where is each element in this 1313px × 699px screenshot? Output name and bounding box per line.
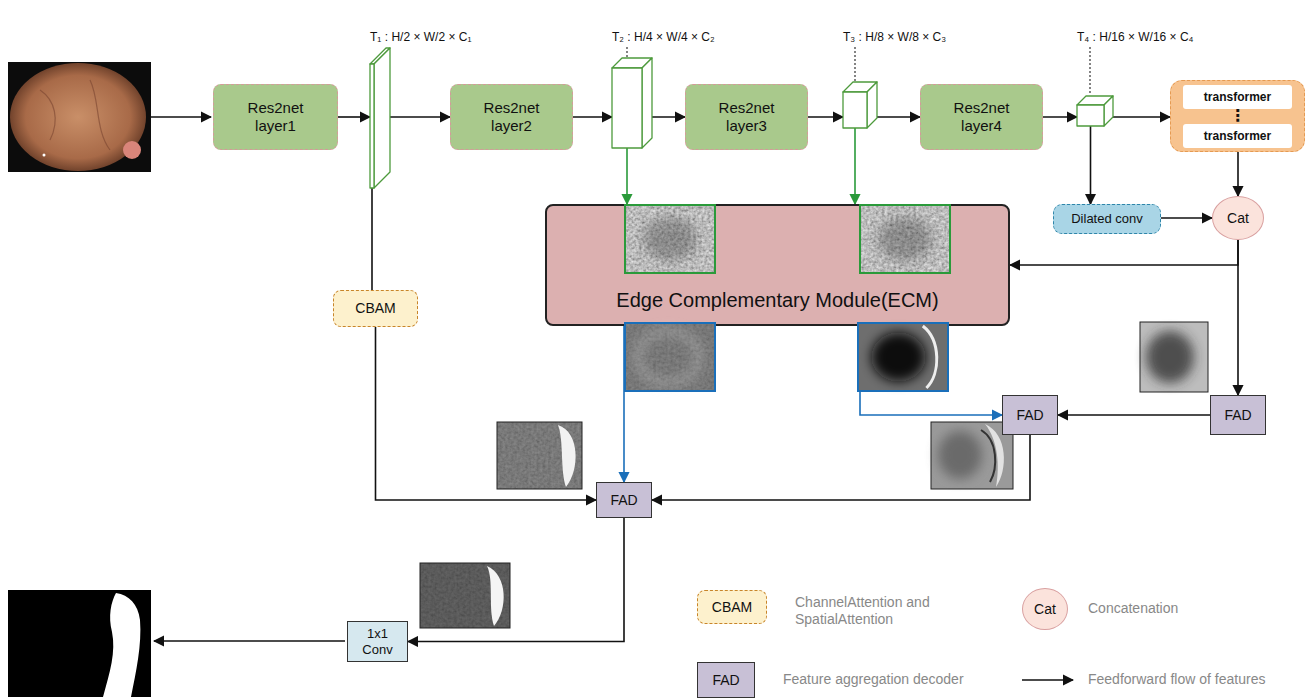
legend-text: Feedforward flow of features bbox=[1088, 671, 1265, 688]
transformer-block: transformer bbox=[1183, 124, 1292, 148]
node-label: CBAM bbox=[355, 300, 395, 317]
legend-entry: Feature aggregation decoder bbox=[783, 671, 964, 688]
connector bbox=[1010, 240, 1238, 265]
res2net-block: Res2net layer1 bbox=[213, 84, 338, 150]
tensor-cube bbox=[612, 58, 652, 148]
legend-entry: ChannelAttention and SpatialAttention bbox=[795, 594, 965, 628]
tensor-cube bbox=[1077, 96, 1113, 126]
legend-text: ChannelAttention and SpatialAttention bbox=[795, 594, 965, 628]
connector bbox=[338, 116, 370, 118]
connector bbox=[652, 116, 685, 118]
node-label: T₂ : H/4 × W/4 × C₂ bbox=[612, 30, 715, 44]
connector bbox=[877, 116, 920, 118]
connector bbox=[371, 188, 373, 290]
node-label: Edge Complementary Module(ECM) bbox=[616, 288, 938, 312]
node-label: T₃ : H/8 × W/8 × C₃ bbox=[843, 30, 946, 44]
legend-sample-label: CBAM bbox=[712, 599, 752, 616]
node-label: Res2net layer4 bbox=[946, 99, 1018, 135]
node-label: 1x1 Conv bbox=[358, 626, 398, 657]
node-label: Dilated conv bbox=[1071, 211, 1143, 227]
connector bbox=[626, 148, 628, 204]
connector bbox=[652, 435, 1030, 500]
feature-map-thumbnail bbox=[625, 323, 715, 391]
node-label: ⋮ bbox=[1230, 106, 1246, 125]
connector bbox=[854, 128, 856, 204]
tensor-cube bbox=[370, 48, 390, 188]
connector bbox=[1113, 116, 1170, 118]
conv-block: 1x1 Conv bbox=[347, 621, 408, 662]
feature-tensor: T₃ : H/8 × W/8 × C₃ bbox=[843, 82, 877, 128]
fad-block: FAD bbox=[1210, 395, 1266, 435]
node-label: Res2net layer2 bbox=[476, 99, 548, 135]
connector bbox=[808, 116, 843, 118]
feature-map-thumbnail bbox=[1140, 322, 1208, 392]
transformer-block: transformer bbox=[1183, 85, 1292, 109]
res2net-block: Res2net layer4 bbox=[920, 84, 1043, 150]
legend-cbam-sample: CBAM bbox=[697, 590, 767, 624]
connector bbox=[573, 116, 612, 118]
feature-tensor: T₂ : H/4 × W/4 × C₂ bbox=[612, 58, 652, 148]
connector bbox=[408, 518, 624, 642]
node-label: T₄ : H/16 × W/16 × C₄ bbox=[1077, 30, 1194, 44]
feature-map-thumbnail bbox=[931, 422, 1013, 489]
connector bbox=[1161, 217, 1212, 219]
node-label: Cat bbox=[1227, 210, 1249, 227]
feature-map-thumbnail bbox=[497, 422, 582, 489]
node-label: FAD bbox=[1016, 407, 1043, 424]
transformer-stack: ⋮ transformer transformer bbox=[1170, 80, 1305, 152]
legend-arrow-sample bbox=[1022, 679, 1073, 681]
node-label: transformer bbox=[1204, 90, 1271, 104]
node-label: FAD bbox=[1224, 407, 1251, 424]
connector bbox=[1237, 152, 1239, 196]
node-label: T₁ : H/2 × W/2 × C₁ bbox=[370, 30, 471, 44]
legend-entry: Feedforward flow of features bbox=[1088, 671, 1265, 688]
edge-complementary-module: Edge Complementary Module(ECM) bbox=[545, 204, 1010, 326]
connector bbox=[1058, 414, 1210, 416]
tensor-cube bbox=[843, 82, 877, 128]
node-label: transformer bbox=[1204, 129, 1271, 143]
connector bbox=[376, 327, 597, 500]
feature-tensor: T₁ : H/2 × W/2 × C₁ bbox=[370, 48, 390, 188]
legend-sample-label: FAD bbox=[712, 672, 739, 689]
feature-map-thumbnail bbox=[420, 563, 510, 628]
connector bbox=[390, 116, 450, 118]
legend-fad-sample: FAD bbox=[697, 662, 755, 698]
input-endoscopy-image bbox=[8, 62, 151, 172]
dilated-conv-block: Dilated conv bbox=[1053, 204, 1161, 234]
res2net-block: Res2net layer2 bbox=[450, 84, 573, 150]
legend-sample-label: Cat bbox=[1034, 601, 1056, 618]
input-arrow bbox=[151, 116, 211, 118]
connector bbox=[1043, 116, 1077, 118]
feature-map-thumbnail bbox=[858, 323, 948, 391]
legend-text: Feature aggregation decoder bbox=[783, 671, 964, 688]
fad-block: FAD bbox=[1002, 395, 1058, 435]
cbam-block: CBAM bbox=[333, 290, 418, 327]
feature-map-thumbnail bbox=[860, 205, 950, 273]
legend-text: Concatenation bbox=[1088, 600, 1178, 617]
fad-block: FAD bbox=[596, 482, 652, 518]
legend-entry: Concatenation bbox=[1088, 600, 1178, 617]
concat-circle: Cat bbox=[1212, 196, 1264, 240]
legend-cat-sample: Cat bbox=[1022, 588, 1068, 630]
connector bbox=[1237, 240, 1239, 395]
output-arrow bbox=[154, 640, 345, 642]
res2net-block: Res2net layer3 bbox=[685, 84, 808, 150]
connector bbox=[1090, 126, 1092, 204]
node-label: Res2net layer1 bbox=[240, 99, 312, 135]
node-label: FAD bbox=[610, 492, 637, 509]
feature-map-thumbnail bbox=[625, 205, 715, 273]
output-mask-image bbox=[8, 590, 151, 697]
node-label: Res2net layer3 bbox=[711, 99, 783, 135]
feature-tensor: T₄ : H/16 × W/16 × C₄ bbox=[1077, 96, 1113, 126]
